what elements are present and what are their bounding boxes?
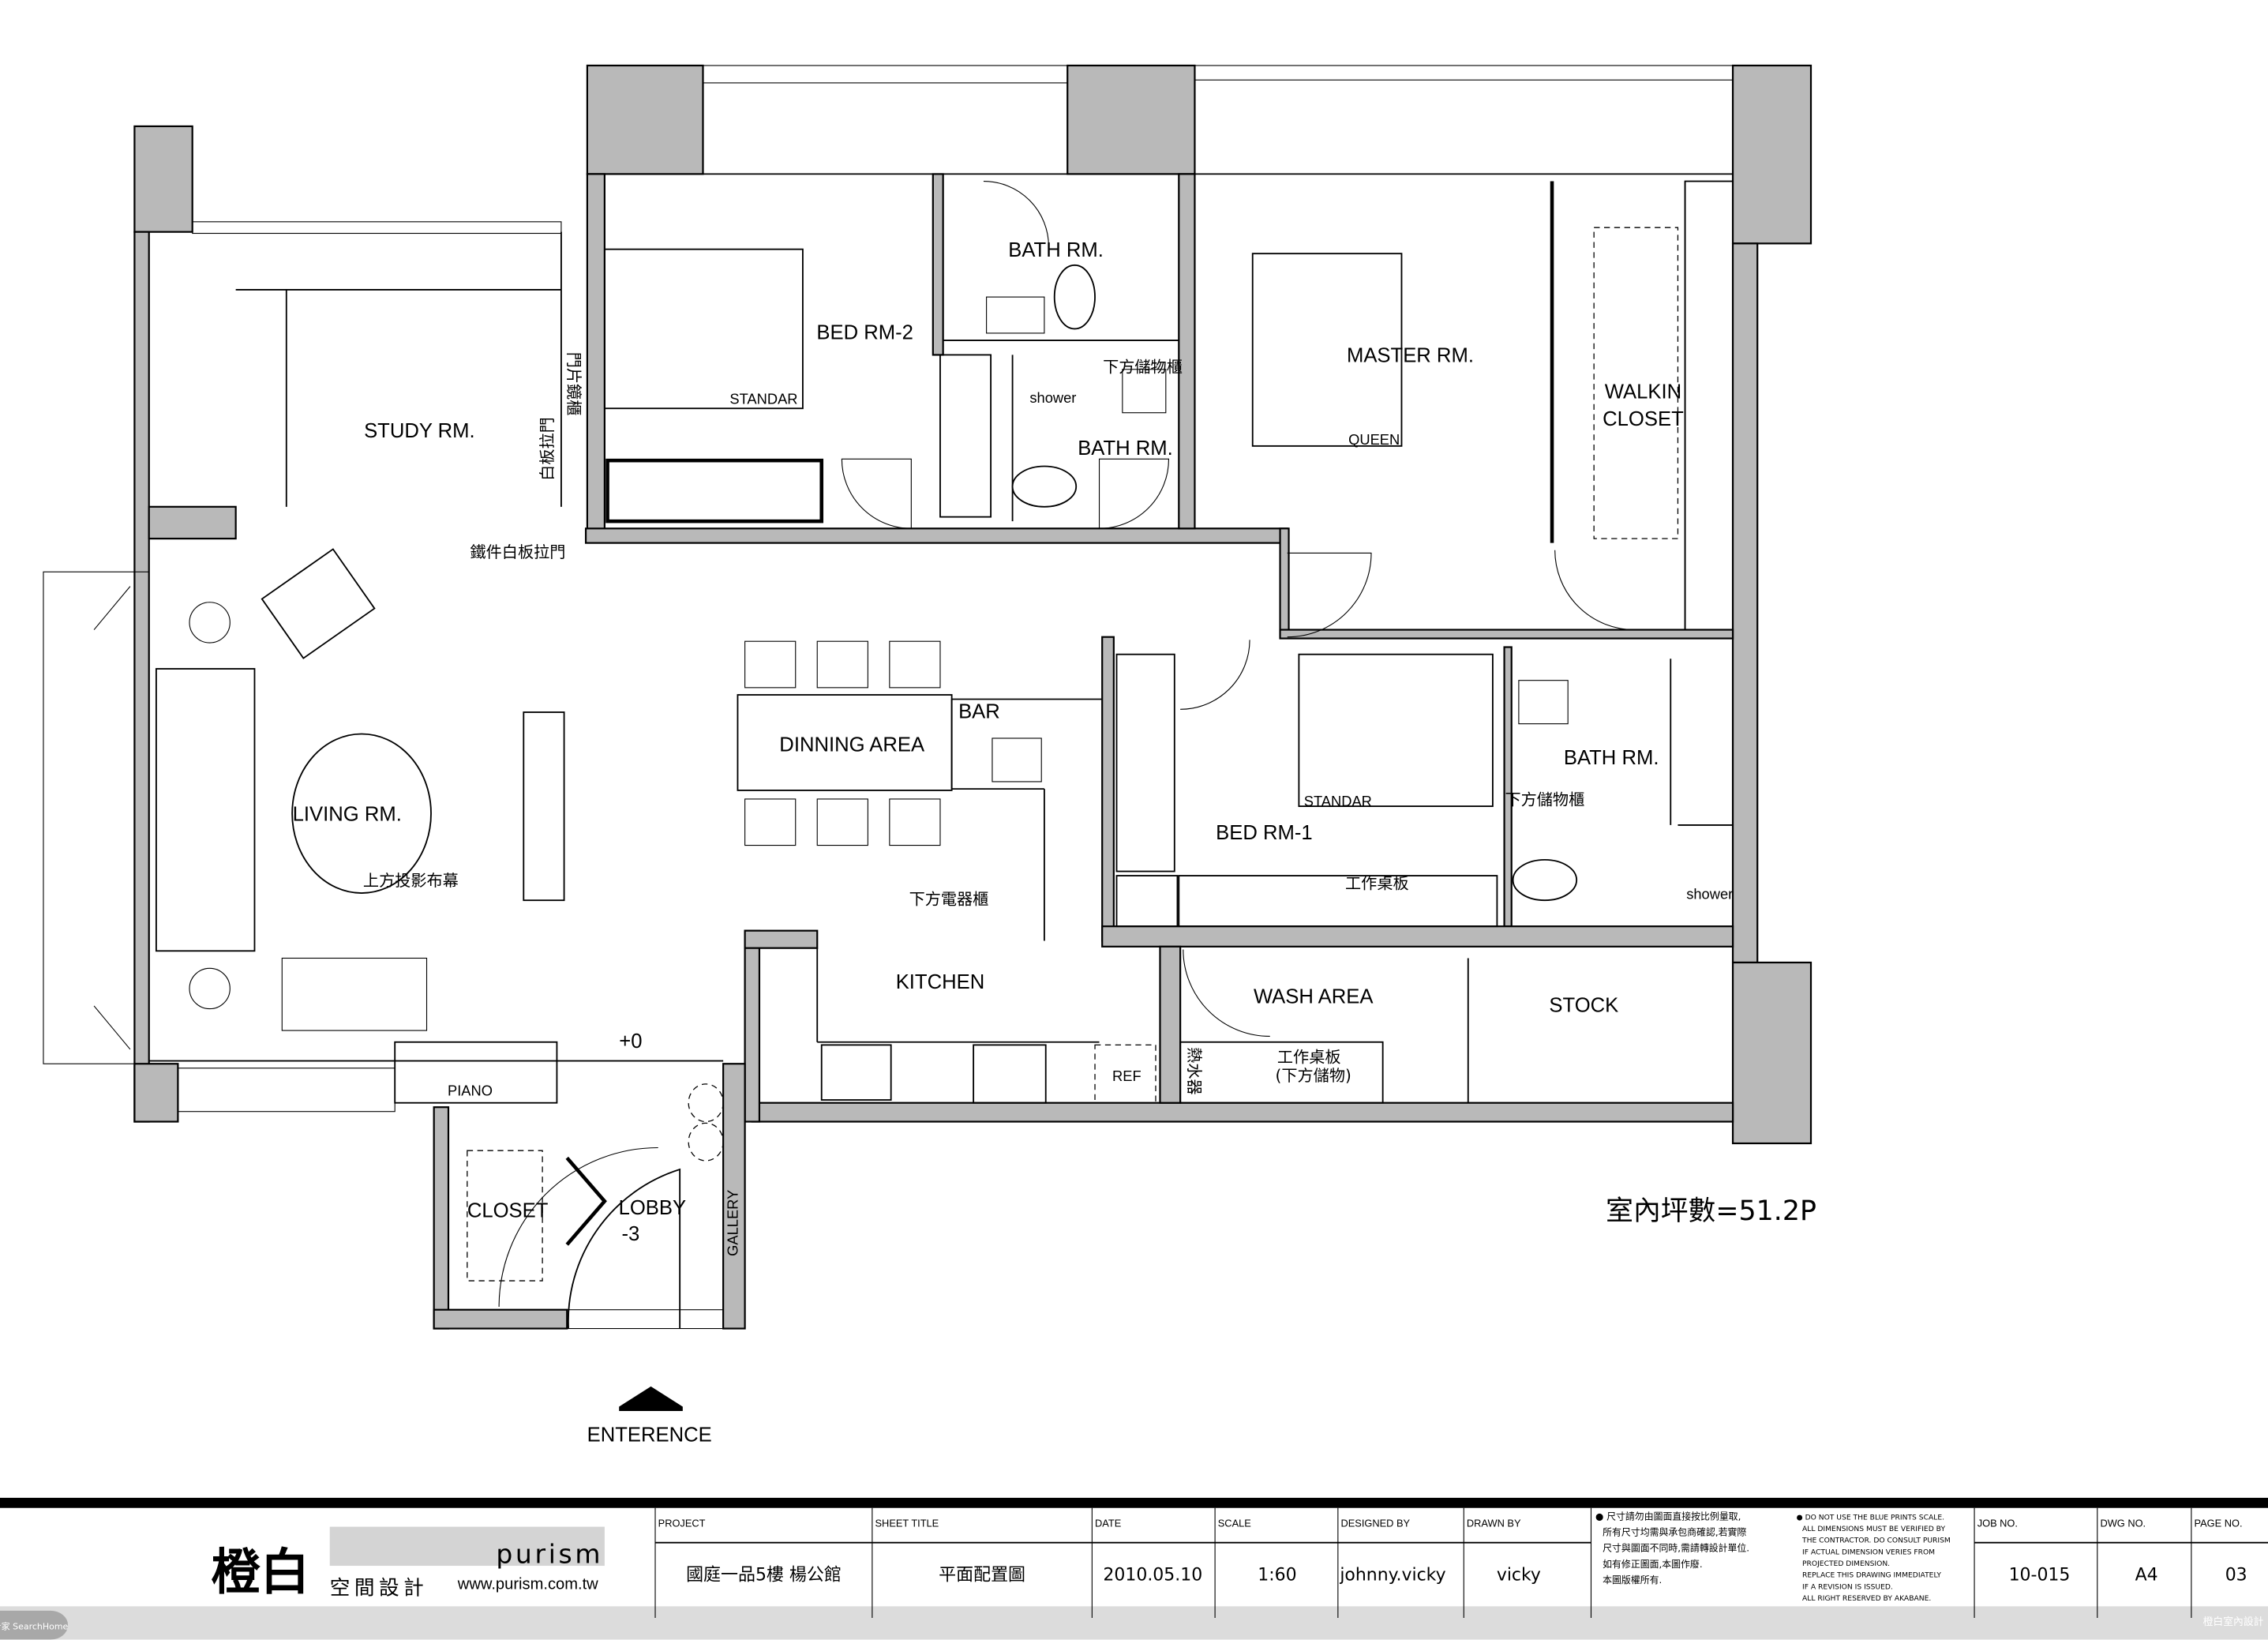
- label-ref: REF: [1112, 1068, 1141, 1084]
- label-bar: BAR: [958, 700, 1000, 722]
- label-lobby-1: LOBBY: [619, 1197, 687, 1219]
- label-whiteboard-door: 白板拉門: [538, 417, 557, 481]
- furniture: [155, 180, 1734, 1411]
- label-desk1: 工作桌板: [1345, 874, 1409, 893]
- note-en-line: ALL RIGHT RESERVED BY AKABANE.: [1802, 1594, 1931, 1603]
- logo-en: purism: [496, 1538, 603, 1569]
- room-labels: STUDY RM. BED RM-2 STANDAR BATH RM. show…: [293, 239, 1734, 1256]
- note-en-line: ALL DIMENSIONS MUST BE VERIFIED BY: [1802, 1525, 1945, 1533]
- header-date: DATE: [1095, 1518, 1121, 1529]
- label-shower-right: shower: [1686, 885, 1733, 902]
- value-scale: 1:60: [1258, 1565, 1296, 1585]
- label-kitchen: KITCHEN: [896, 971, 985, 993]
- doors: [93, 181, 1635, 1330]
- note-cn-line: 如有修正圖面,本圖作廢.: [1603, 1559, 1702, 1570]
- note-en-line: REPLACE THIS DRAWING IMMEDIATELY: [1802, 1571, 1941, 1580]
- header-sheet-title: SHEET TITLE: [875, 1518, 939, 1529]
- label-level-living: +0: [619, 1030, 642, 1053]
- logo-cn: 橙白: [212, 1543, 310, 1601]
- label-bath-right: BATH RM.: [1564, 747, 1659, 769]
- label-mirror-cabinet: 門片鏡櫃: [564, 352, 583, 416]
- label-wash: WASH AREA: [1254, 985, 1374, 1008]
- label-screen: 上方投影布幕: [363, 871, 459, 890]
- value-project: 國庭一品5樓 楊公館: [686, 1565, 842, 1585]
- header-dwg-no: DWG NO.: [2100, 1518, 2146, 1529]
- label-walkin-1: WALKIN: [1605, 381, 1681, 403]
- label-lobby-2: -3: [621, 1223, 639, 1245]
- header-drawn-by: DRAWN BY: [1467, 1518, 1521, 1529]
- watermark-left: 設計家 SearchHome: [0, 1621, 69, 1632]
- value-job-no: 10-015: [2009, 1565, 2071, 1585]
- label-stock: STOCK: [1549, 994, 1618, 1016]
- label-master: MASTER RM.: [1347, 345, 1474, 367]
- label-iron-door: 鐵件白板拉門: [470, 542, 566, 561]
- floor-area: 室內坪數=51.2P: [1606, 1195, 1816, 1227]
- value-page-no: 03: [2225, 1565, 2247, 1585]
- label-walkin-2: CLOSET: [1603, 408, 1684, 430]
- notes-cn: ● 尺寸請勿由圖面直接按比例量取, 所有尺寸均需與承包商確認,若實際 尺寸與圖面…: [1595, 1511, 1749, 1586]
- value-sheet-title: 平面配置圖: [939, 1565, 1025, 1585]
- label-bath-mid: BATH RM.: [1078, 437, 1173, 460]
- label-bed2: BED RM-2: [816, 321, 913, 343]
- note-en-line: IF ACTUAL DIMENSION VERIES FROM: [1802, 1548, 1935, 1556]
- label-heater: 熱水器: [1185, 1047, 1204, 1094]
- logo-sub: 空間設計: [330, 1577, 429, 1601]
- label-living: LIVING RM.: [293, 803, 402, 825]
- value-date: 2010.05.10: [1103, 1565, 1202, 1585]
- label-master-bed: QUEEN: [1348, 431, 1400, 448]
- label-study: STUDY RM.: [364, 420, 475, 442]
- label-gallery: GALLERY: [724, 1190, 740, 1256]
- notes-en: ● DO NOT USE THE BLUE PRINTS SCALE. ALL …: [1797, 1513, 1951, 1603]
- label-dining: DINNING AREA: [779, 734, 925, 756]
- walls: [133, 64, 1813, 1330]
- label-bath-top: BATH RM.: [1008, 239, 1104, 261]
- note-en-line: PROJECTED DIMENSION.: [1802, 1559, 1890, 1568]
- label-closet: CLOSET: [467, 1199, 549, 1222]
- value-drawn-by: vicky: [1497, 1565, 1541, 1585]
- website: www.purism.com.tw: [457, 1575, 598, 1593]
- watermark-searchhome-logo: 設計家 SearchHome: [0, 1610, 69, 1640]
- note-en-line: IF A REVISION IS ISSUED.: [1802, 1582, 1893, 1591]
- note-en-line: THE CONTRACTOR. DO CONSULT PURISM: [1801, 1537, 1951, 1545]
- value-dwg-no: A4: [2135, 1565, 2158, 1585]
- label-bed2-bed: STANDAR: [729, 391, 797, 407]
- note-cn-line: ● 尺寸請勿由圖面直接按比例量取,: [1595, 1511, 1741, 1522]
- header-project: PROJECT: [658, 1518, 706, 1529]
- windows: [43, 65, 1734, 1113]
- note-cn-line: 本圖版權所有.: [1603, 1574, 1662, 1586]
- label-desk2-1: 工作桌板: [1277, 1047, 1341, 1066]
- label-desk2-2: (下方儲物): [1276, 1066, 1351, 1085]
- label-storage-right: 下方儲物櫃: [1505, 790, 1585, 809]
- label-storage-mid: 下方儲物櫃: [1103, 357, 1183, 376]
- label-bed1: BED RM-1: [1216, 822, 1313, 844]
- header-job-no: JOB NO.: [1977, 1518, 2018, 1529]
- label-appliance: 下方電器櫃: [909, 890, 989, 909]
- note-cn-line: 所有尺寸均需與承包商確認,若實際: [1603, 1527, 1746, 1538]
- title-block: 橙白 purism 空間設計 www.purism.com.tw PROJECT…: [0, 1497, 2268, 1640]
- header-scale: SCALE: [1218, 1518, 1251, 1529]
- label-shower-mid: shower: [1029, 389, 1076, 406]
- entrance-label: ENTERENCE: [587, 1424, 712, 1446]
- watermark-right: 橙白室內設計: [2203, 1616, 2264, 1628]
- header-designed-by: DESIGNED BY: [1341, 1518, 1411, 1529]
- header-page-no: PAGE NO.: [2195, 1518, 2243, 1529]
- label-bed1-bed: STANDAR: [1304, 793, 1372, 809]
- value-designed-by: johnny.vicky: [1339, 1565, 1445, 1585]
- label-piano: PIANO: [448, 1083, 493, 1099]
- note-en-line: ● DO NOT USE THE BLUE PRINTS SCALE.: [1797, 1513, 1944, 1522]
- note-cn-line: 尺寸與圖面不同時,需請轉設計單位.: [1603, 1543, 1749, 1554]
- entrance-arrow-icon: [619, 1386, 683, 1407]
